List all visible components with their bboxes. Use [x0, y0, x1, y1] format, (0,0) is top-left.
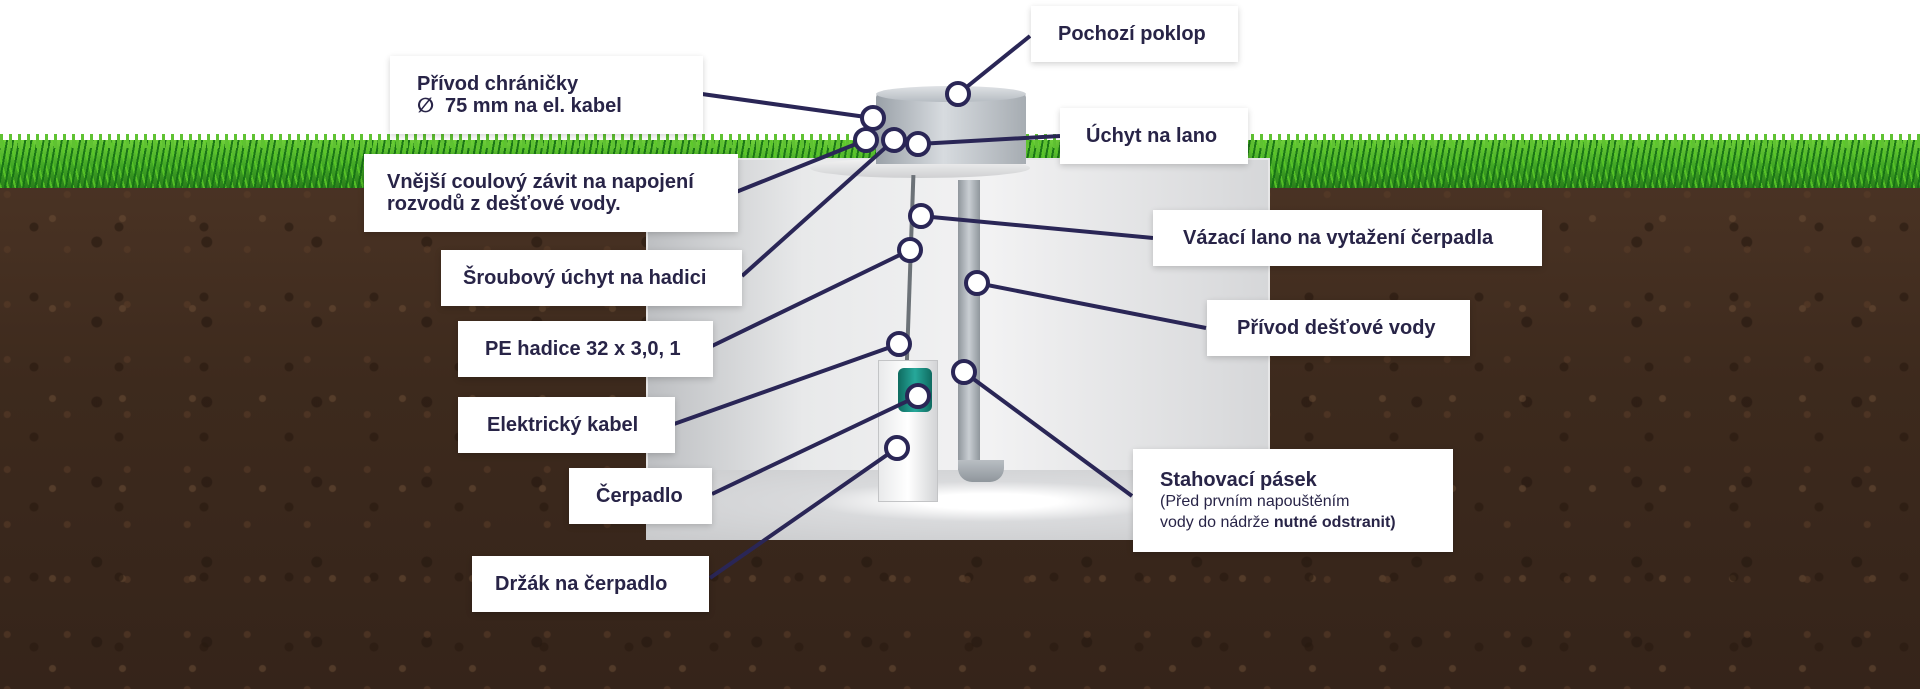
- callout-stahovaci-pasek-note2-wrap: vody do nádrže nutné odstranit): [1160, 512, 1453, 533]
- connector-vnejsi-zavit: [735, 138, 867, 194]
- connector-vazaci-lano: [920, 214, 1154, 240]
- callout-stahovaci-pasek-note1: (Před prvním napouštěním: [1160, 492, 1350, 510]
- callout-stahovaci-pasek-title: Stahovací pásek: [1160, 468, 1317, 491]
- rainwater-inlet-pipe: [958, 180, 980, 470]
- callout-elektricky-kabel-text: Elektrický kabel: [487, 414, 639, 436]
- callout-privod-chranicky-line1: Přívod chráničky: [417, 73, 579, 95]
- marker-pe-hadice: [897, 237, 923, 263]
- marker-pochozi-poklop: [945, 81, 971, 107]
- marker-cerpadlo: [905, 383, 931, 409]
- callout-pochozi-poklop: Pochozí poklop: [1031, 6, 1238, 62]
- marker-vazaci-lano: [908, 203, 934, 229]
- connector-privod-destove-vody: [976, 281, 1207, 330]
- marker-privod-destove-vody: [964, 270, 990, 296]
- callout-privod-destove-vody: Přívod dešťové vody: [1207, 300, 1470, 356]
- callout-vazaci-lano-text: Vázací lano na vytažení čerpadla: [1183, 227, 1494, 249]
- marker-drzak-na-cerpadlo: [884, 435, 910, 461]
- marker-sroubovy-uchyt: [881, 127, 907, 153]
- connector-pe-hadice: [711, 248, 911, 348]
- callout-vazaci-lano: Vázací lano na vytažení čerpadla: [1153, 210, 1542, 266]
- marker-stahovaci-pasek: [951, 359, 977, 385]
- callout-stahovaci-pasek: Stahovací pásek (Před prvním napouštěním…: [1133, 449, 1453, 552]
- connector-sroubovy-uchyt: [740, 138, 896, 278]
- callout-pe-hadice-text: PE hadice 32 x 3,0, 1: [485, 338, 681, 360]
- connector-elektricky-kabel: [673, 342, 900, 426]
- connector-pochozi-poklop: [956, 34, 1032, 96]
- callout-privod-chranicky-line2-wrap: ∅ 75 mm na el. kabel: [417, 95, 703, 117]
- marker-privod-chranicky: [860, 105, 886, 131]
- callout-sroubovy-uchyt: Šroubový úchyt na hadici: [441, 250, 742, 306]
- connector-drzak-na-cerpadlo: [708, 446, 899, 580]
- callout-pochozi-poklop-text: Pochozí poklop: [1058, 23, 1206, 45]
- callout-drzak-na-cerpadlo: Držák na čerpadlo: [472, 556, 709, 612]
- callout-uchyt-na-lano-text: Úchyt na lano: [1086, 125, 1218, 147]
- callout-stahovaci-pasek-note2: vody do nádrže: [1160, 513, 1274, 531]
- callout-vnejsi-zavit: Vnější coulový závit na napojení rozvodů…: [364, 154, 738, 232]
- callout-cerpadlo-text: Čerpadlo: [596, 485, 683, 507]
- marker-uchyt-na-lano: [905, 131, 931, 157]
- callout-stahovaci-pasek-note2-bold: nutné odstranit): [1273, 513, 1396, 531]
- connector-privod-chranicky: [701, 92, 874, 120]
- callout-privod-chranicky: Přívod chráničky ∅ 75 mm na el. kabel: [390, 56, 703, 134]
- callout-privod-chranicky-line2: 75 mm na el. kabel: [445, 95, 622, 117]
- callout-drzak-na-cerpadlo-text: Držák na čerpadlo: [495, 573, 668, 595]
- marker-vnejsi-zavit: [853, 127, 879, 153]
- callout-uchyt-na-lano: Úchyt na lano: [1060, 108, 1248, 164]
- callout-vnejsi-zavit-line2: rozvodů z dešťové vody.: [387, 193, 621, 215]
- marker-elektricky-kabel: [886, 331, 912, 357]
- connector-uchyt-na-lano: [917, 134, 1061, 146]
- callout-privod-destove-vody-text: Přívod dešťové vody: [1237, 317, 1436, 339]
- connector-cerpadlo: [711, 394, 919, 496]
- diameter-icon: ∅: [417, 95, 435, 117]
- pipe-elbow: [958, 460, 1004, 482]
- callout-vnejsi-zavit-line1: Vnější coulový závit na napojení: [387, 171, 694, 193]
- callout-pe-hadice: PE hadice 32 x 3,0, 1: [458, 321, 713, 377]
- callout-sroubovy-uchyt-text: Šroubový úchyt na hadici: [463, 267, 707, 289]
- connector-stahovaci-pasek: [962, 370, 1134, 498]
- callout-elektricky-kabel: Elektrický kabel: [458, 397, 675, 453]
- callout-cerpadlo: Čerpadlo: [569, 468, 712, 524]
